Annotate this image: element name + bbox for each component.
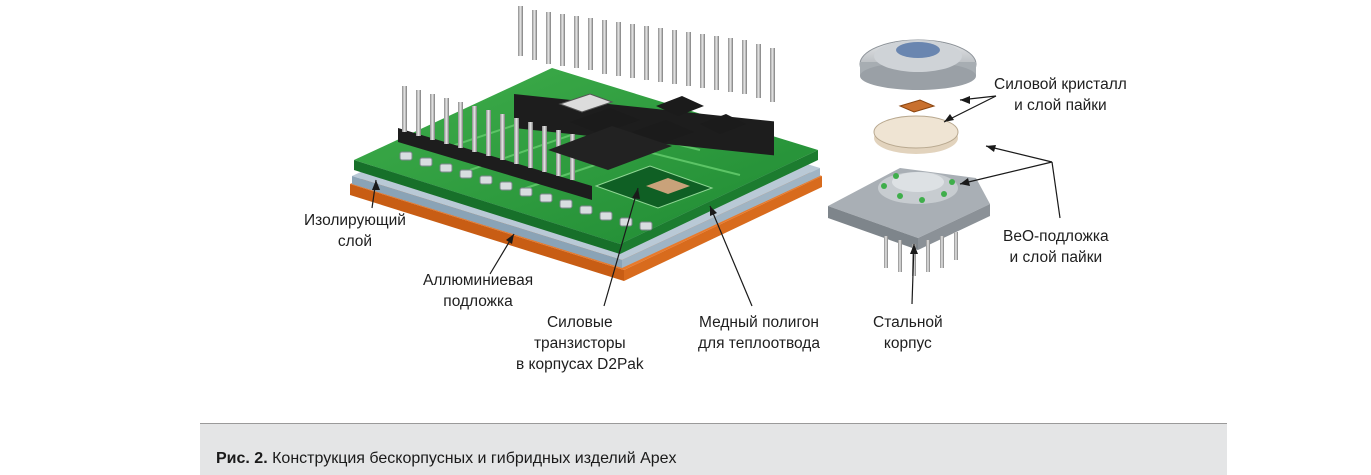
label-line: транзисторы <box>516 333 644 354</box>
label-line: Медный полигон <box>698 312 820 333</box>
label-line: для теплоотвода <box>698 333 820 354</box>
label-line: Аллюминиевая <box>423 270 533 291</box>
figure-caption: Рис. 2. Конструкция бескорпусных и гибри… <box>216 450 677 468</box>
hybrid-module-illustration <box>0 0 1371 423</box>
label-line: корпус <box>873 333 943 354</box>
label-power-die: Силовой кристалл и слой пайки <box>994 74 1127 116</box>
label-beo-substrate: BeO-подложка и слой пайки <box>1003 226 1109 268</box>
label-line: BeO-подложка <box>1003 226 1109 247</box>
power-die <box>900 100 934 112</box>
label-line: слой <box>304 231 406 252</box>
label-insulating-layer: Изолирующий слой <box>304 210 406 252</box>
label-aluminum-substrate: Аллюминиевая подложка <box>423 270 533 312</box>
steel-cap <box>860 40 976 90</box>
label-line: Силовой кристалл <box>994 74 1127 95</box>
caption-prefix: Рис. 2. <box>216 450 268 467</box>
label-line: подложка <box>423 291 533 312</box>
label-power-transistors: Силовые транзисторы в корпусах D2Pak <box>516 312 644 375</box>
label-line: Силовые <box>516 312 644 333</box>
figure-caption-bar: Рис. 2. Конструкция бескорпусных и гибри… <box>200 423 1227 475</box>
caption-text: Конструкция бескорпусных и гибридных изд… <box>272 450 676 467</box>
label-copper-polygon: Медный полигон для теплоотвода <box>698 312 820 354</box>
label-line: Стальной <box>873 312 943 333</box>
label-line: и слой пайки <box>994 95 1127 116</box>
label-line: в корпусах D2Pak <box>516 354 644 375</box>
label-line: и слой пайки <box>1003 247 1109 268</box>
label-line: Изолирующий <box>304 210 406 231</box>
label-steel-case: Стальной корпус <box>873 312 943 354</box>
